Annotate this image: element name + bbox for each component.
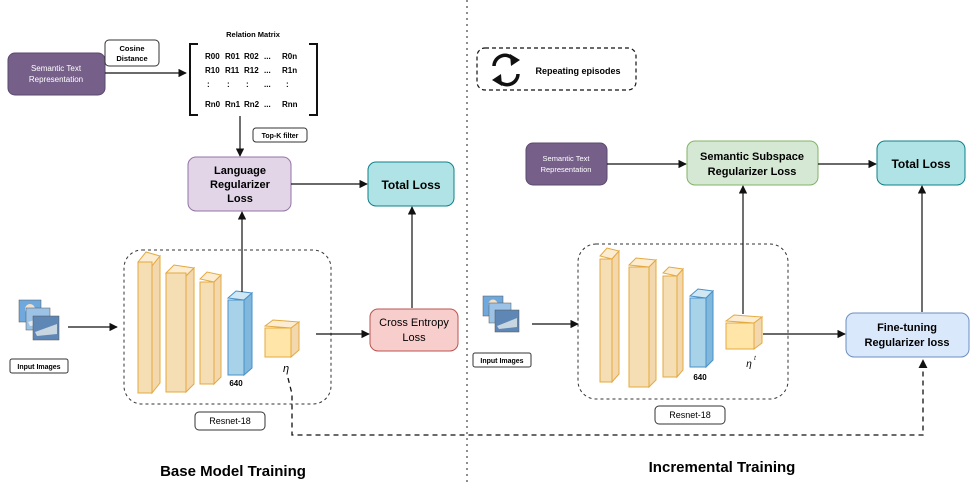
right-resnet-container	[577, 243, 789, 400]
subspace-regularizer-loss-box: Semantic Subspace Regularizer Loss	[686, 140, 819, 186]
cosine-distance-label: Cosine Distance	[104, 39, 160, 67]
matrix-cell: R10	[205, 66, 220, 75]
matrix-cell: ...	[264, 66, 271, 75]
left-resnet-layer	[198, 271, 223, 386]
right-semantic-text-line2: Representation	[541, 165, 592, 174]
right-semantic-text-box: Semantic Text Representation	[525, 142, 608, 186]
matrix-cell: ...	[264, 80, 271, 89]
left-input-images-label: Input Images	[9, 358, 69, 374]
left-semantic-text-line2: Representation	[29, 75, 83, 84]
matrix-cell: :	[246, 80, 249, 89]
matrix-cell: :	[207, 80, 210, 89]
right-input-images	[482, 295, 520, 333]
subspace-loss-line2: Regularizer Loss	[708, 166, 797, 178]
right-total-loss-box: Total Loss	[876, 140, 966, 186]
finetune-loss-line2: Regularizer loss	[865, 337, 950, 349]
left-eta-label: η	[283, 363, 289, 375]
finetuning-regularizer-loss-box: Fine-tuning Regularizer loss	[845, 312, 970, 358]
right-resnet-layer	[627, 257, 658, 389]
matrix-cell: :	[286, 80, 289, 89]
cosine-label-line2: Distance	[116, 54, 147, 63]
matrix-cell: ...	[264, 52, 271, 61]
right-resnet-label: Resnet-18	[654, 405, 726, 425]
subspace-loss-line1: Semantic Subspace	[700, 151, 804, 163]
left-eta-block	[263, 319, 301, 359]
matrix-cell: R12	[244, 66, 259, 75]
repeating-episodes-text: Repeating episodes	[535, 66, 620, 76]
left-resnet-label: Resnet-18	[194, 411, 266, 431]
language-loss-line3: Loss	[227, 193, 253, 205]
left-total-loss-box: Total Loss	[367, 161, 455, 207]
matrix-cell: R1n	[282, 66, 297, 75]
topk-filter-text: Top-K filter	[262, 133, 299, 140]
left-resnet-text: Resnet-18	[209, 416, 251, 426]
right-input-images-text: Input Images	[480, 358, 523, 365]
left-resnet-container	[123, 249, 332, 405]
language-regularizer-loss-box: Language Regularizer Loss	[187, 156, 292, 212]
left-resnet-layer	[137, 251, 161, 395]
matrix-cell: R0n	[282, 52, 297, 61]
refresh-icon	[492, 53, 520, 87]
dashed-eta-to-finetune	[287, 359, 928, 436]
matrix-cell: R11	[225, 66, 240, 75]
left-semantic-text-line1: Semantic Text	[31, 64, 82, 73]
language-loss-line1: Language	[214, 165, 266, 177]
right-feature-block	[688, 288, 715, 369]
matrix-cell: ...	[264, 100, 271, 109]
left-semantic-text-box: Semantic Text Representation	[7, 52, 106, 96]
right-resnet-layer	[599, 247, 620, 384]
ce-loss-line1: Cross Entropy	[379, 317, 449, 329]
matrix-cell: Rnn	[282, 100, 298, 109]
right-total-loss-text: Total Loss	[891, 157, 950, 171]
left-input-images	[18, 299, 60, 341]
right-dim-label: 640	[693, 373, 707, 382]
finetune-loss-line1: Fine-tuning	[877, 322, 937, 334]
matrix-cell: R01	[225, 52, 240, 61]
repeating-episodes-box: Repeating episodes	[476, 47, 637, 91]
right-input-images-label: Input Images	[472, 352, 532, 368]
left-caption: Base Model Training	[160, 463, 306, 480]
left-dim-label: 640	[229, 379, 243, 388]
right-eta-superscript: t	[754, 356, 756, 362]
ce-loss-line2: Loss	[402, 332, 426, 344]
matrix-cell: R02	[244, 52, 259, 61]
right-resnet-text: Resnet-18	[669, 410, 711, 420]
language-loss-line2: Regularizer	[210, 179, 271, 191]
matrix-cell: Rn1	[225, 100, 241, 109]
relation-matrix: Relation Matrix R00 R01 R02 ... R0n R10 …	[189, 30, 318, 116]
left-feature-block	[226, 290, 254, 377]
right-eta-block	[724, 314, 764, 350]
right-eta-label: η	[746, 359, 752, 370]
left-total-loss-text: Total Loss	[381, 178, 440, 192]
matrix-cell: Rn2	[244, 100, 260, 109]
cosine-label-line1: Cosine	[119, 44, 144, 53]
right-semantic-text-line1: Semantic Text	[543, 154, 591, 163]
cross-entropy-loss-box: Cross Entropy Loss	[369, 308, 459, 352]
topk-filter-label: Top-K filter	[252, 127, 308, 143]
matrix-cell: Rn0	[205, 100, 221, 109]
matrix-cell: R00	[205, 52, 220, 61]
matrix-cell: :	[227, 80, 230, 89]
relation-matrix-title: Relation Matrix	[226, 30, 281, 39]
right-caption: Incremental Training	[649, 459, 796, 476]
left-resnet-layer	[164, 264, 196, 394]
left-input-images-text: Input Images	[17, 364, 60, 371]
right-resnet-layer	[661, 266, 684, 379]
